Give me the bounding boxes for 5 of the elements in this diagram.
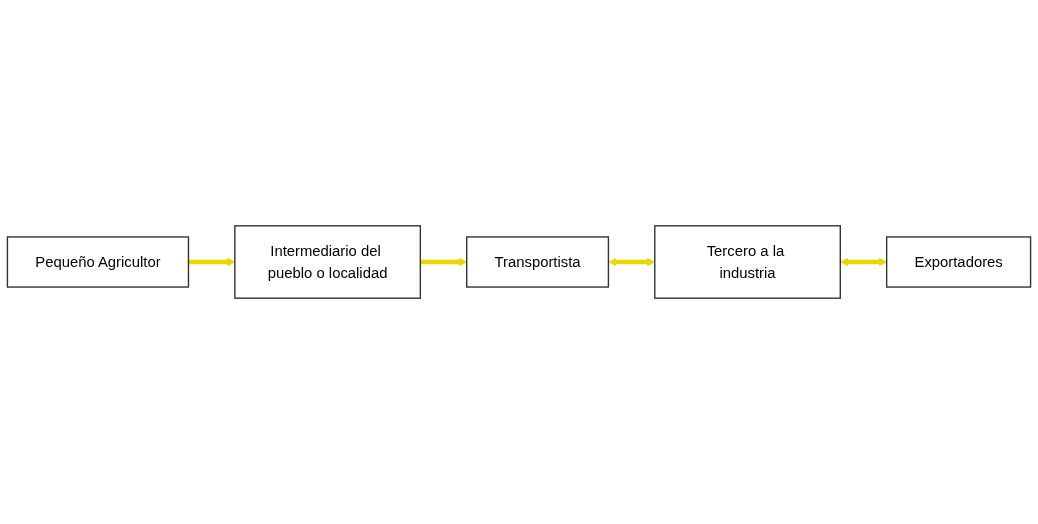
node-box: Pequeño Agricultor (6, 236, 190, 288)
node-box: Tercero a la industria (654, 225, 841, 299)
node-box: Transportista (466, 236, 610, 288)
node-box: Intermediario del pueblo o localidad (234, 225, 422, 299)
node-box: Exportadores (885, 236, 1032, 288)
